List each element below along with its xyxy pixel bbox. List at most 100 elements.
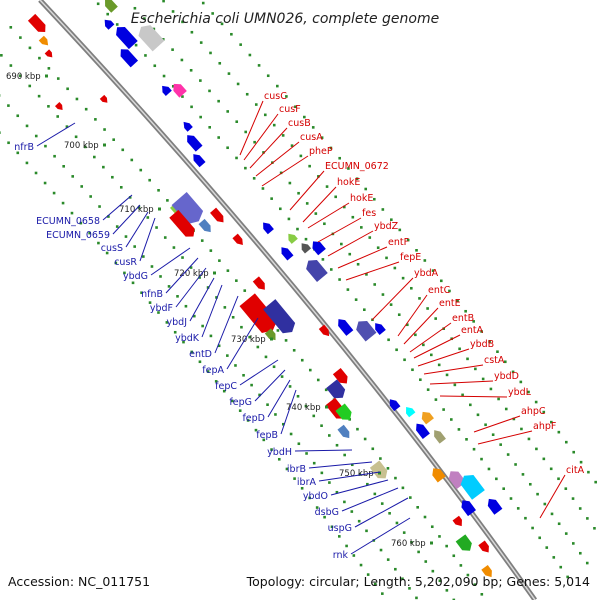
gene-label-right: ybdL — [508, 387, 532, 398]
tick-dot — [19, 36, 22, 39]
tick-dot — [62, 165, 65, 168]
tick-dot — [450, 418, 453, 421]
tick-dot — [348, 252, 352, 256]
tick-dot — [206, 370, 210, 373]
kbp-tick-mark — [103, 143, 106, 147]
tick-dot — [329, 146, 333, 150]
tick-dot — [25, 161, 29, 165]
left-label-line — [189, 277, 215, 322]
tick-dot — [442, 408, 445, 411]
gene-label-right: cusB — [288, 118, 311, 129]
tick-dot — [189, 68, 193, 72]
tick-dot — [277, 457, 281, 461]
tick-dot — [373, 283, 377, 286]
tick-dot — [258, 393, 261, 397]
tick-dot — [328, 434, 331, 437]
gene-feature — [332, 367, 348, 384]
tick-dot — [300, 358, 304, 362]
gene-label-right: ybdZ — [374, 221, 399, 232]
gene-label-left: ibrA — [297, 477, 317, 488]
gene-label-left: fepA — [202, 365, 224, 376]
tick-dot — [536, 492, 539, 496]
topology-text: Topology: circular; Length: 5,202,090 bp… — [246, 574, 590, 589]
tick-dot — [288, 181, 292, 185]
left-label-line — [341, 487, 399, 512]
tick-dot — [287, 217, 291, 221]
tick-dot — [223, 306, 227, 309]
tick-dot — [410, 286, 413, 290]
tick-dot — [305, 202, 309, 205]
gene-feature — [99, 94, 108, 103]
tick-dot — [542, 410, 546, 414]
tick-dot — [236, 82, 240, 86]
tick-dot — [97, 241, 100, 245]
tick-dot — [431, 269, 435, 272]
gene-label-left: rnk — [333, 550, 349, 561]
tick-dot — [37, 94, 41, 98]
tick-dot — [366, 482, 369, 486]
tick-dot — [504, 407, 508, 411]
tick-dot — [398, 228, 402, 232]
tick-dot — [439, 279, 443, 283]
tick-dot — [564, 487, 568, 490]
tick-dot — [133, 6, 137, 10]
tick-dot — [356, 427, 359, 431]
gene-label-right: ECUMN_0672 — [325, 161, 389, 172]
tick-dot — [491, 433, 495, 436]
tick-dot — [320, 136, 324, 139]
tick-dot — [484, 423, 487, 427]
tick-dot — [180, 58, 184, 62]
tick-dot — [263, 113, 267, 117]
gene-feature — [263, 222, 274, 235]
tick-dot — [338, 156, 341, 160]
tick-dot — [304, 237, 308, 241]
tick-dot — [552, 556, 556, 559]
tick-dot — [397, 313, 401, 317]
tick-dot — [266, 403, 269, 406]
gene-feature — [318, 324, 330, 337]
tick-dot — [476, 413, 480, 417]
tick-dot — [296, 227, 299, 231]
tick-dot — [393, 266, 397, 270]
tick-dot — [190, 105, 193, 109]
right-label-line — [473, 415, 521, 433]
tick-dot — [445, 373, 449, 377]
tick-dot — [211, 12, 214, 15]
gene-label-right: ybdB — [470, 339, 494, 350]
gene-label-right: entE — [439, 298, 461, 309]
tick-dot — [47, 67, 51, 70]
tick-dot — [408, 587, 411, 590]
tick-dot — [173, 330, 177, 334]
gene-feature — [306, 259, 328, 283]
right-label-lines — [239, 100, 566, 519]
right-label-line — [371, 277, 414, 321]
tick-dot — [458, 347, 461, 351]
gene-feature — [210, 207, 224, 223]
tick-dot — [176, 295, 179, 298]
tick-dot — [112, 138, 115, 141]
tick-dot — [299, 154, 303, 158]
gene-label-right: fepE — [400, 252, 421, 263]
tick-dot — [465, 438, 468, 441]
tick-dot — [131, 281, 135, 285]
tick-dot — [235, 120, 239, 123]
tick-dot — [28, 46, 32, 50]
gene-label-right: hokE — [337, 177, 360, 188]
tick-dot — [324, 388, 328, 392]
tick-dot — [524, 516, 527, 520]
gene-feature — [406, 406, 416, 418]
tick-dot — [254, 428, 258, 432]
gene-feature — [104, 19, 115, 30]
tick-dot — [248, 335, 251, 339]
gene-feature — [389, 399, 401, 412]
tick-dot — [417, 550, 420, 554]
tick-dot — [93, 155, 96, 159]
gene-feature — [432, 468, 446, 483]
tick-dot — [365, 529, 368, 533]
tick-dot — [171, 85, 175, 88]
gene-feature — [55, 102, 63, 110]
genome-backbone — [38, 0, 538, 600]
